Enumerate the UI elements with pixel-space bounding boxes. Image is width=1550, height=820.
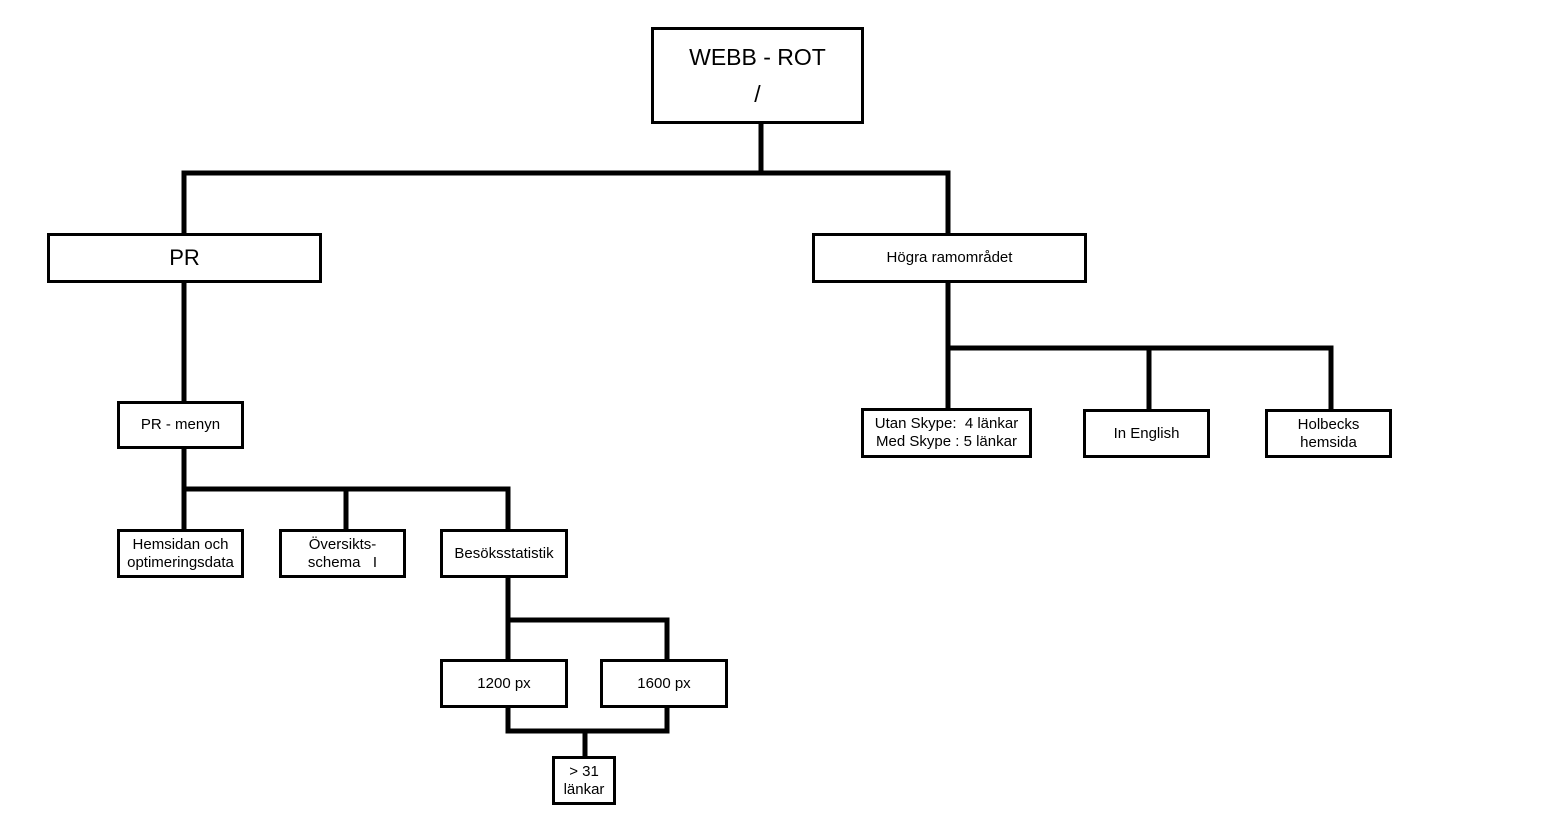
node-holbecks-hemsida: Holbecks hemsida bbox=[1265, 409, 1392, 458]
node-label-line: optimeringsdata bbox=[127, 553, 234, 571]
node-label-line: 1600 px bbox=[637, 674, 691, 692]
node-in-english: In English bbox=[1083, 409, 1210, 458]
connector-root-to-pr bbox=[181, 121, 764, 236]
connector-root-to-hogra bbox=[758, 170, 951, 236]
node-label-line: Holbecks bbox=[1297, 415, 1360, 433]
node-label-line: PR bbox=[169, 245, 200, 270]
node-besoksstatistik: Besöksstatistik bbox=[440, 529, 568, 578]
node-label-line: 1200 px bbox=[477, 674, 531, 692]
node-label-line: PR - menyn bbox=[140, 416, 221, 433]
node-pr: PR bbox=[47, 233, 322, 283]
node-over-31-lankar: > 31 länkar bbox=[552, 756, 616, 805]
connector-1600-to-31 bbox=[582, 705, 670, 734]
node-label-line: Med Skype : 5 länkar bbox=[876, 433, 1017, 450]
node-pr-menyn: PR - menyn bbox=[117, 401, 244, 449]
connector-prmenyn-to-besok bbox=[343, 486, 511, 532]
connector-hogra-to-holbeck bbox=[1146, 345, 1334, 412]
node-label-line: > 31 bbox=[569, 762, 599, 780]
node-oversiktsschema: Översikts- schema I bbox=[279, 529, 406, 578]
node-label-line: WEBB - ROT bbox=[689, 43, 826, 70]
connector-hogra-to-english bbox=[945, 345, 1152, 412]
node-label-line: In English bbox=[1113, 424, 1180, 442]
node-label-line: Besöksstatistik bbox=[454, 544, 554, 562]
connector-1200-to-31 bbox=[505, 705, 588, 759]
node-1200-px: 1200 px bbox=[440, 659, 568, 708]
node-hemsidan-optimeringsdata: Hemsidan och optimeringsdata bbox=[117, 529, 244, 578]
connector-prmenyn-to-oversikt bbox=[181, 486, 349, 532]
node-label-line: Högra ramområdet bbox=[886, 249, 1013, 266]
node-hogra-ramomradet: Högra ramområdet bbox=[812, 233, 1087, 283]
node-label-line: schema I bbox=[307, 553, 378, 571]
connector-besok-to-1600 bbox=[505, 617, 670, 662]
node-label-line: Översikts- bbox=[308, 535, 377, 553]
node-label-line: hemsida bbox=[1300, 433, 1357, 451]
node-skype-lankar: Utan Skype: 4 länkar Med Skype : 5 länka… bbox=[861, 408, 1032, 458]
node-webb-rot: WEBB - ROT / bbox=[651, 27, 864, 124]
node-label-line: / bbox=[754, 80, 761, 107]
node-label-line: Utan Skype: 4 länkar bbox=[874, 415, 1019, 432]
node-1600-px: 1600 px bbox=[600, 659, 728, 708]
node-label-line: länkar bbox=[563, 780, 605, 798]
node-label-line: Hemsidan och bbox=[132, 535, 229, 553]
